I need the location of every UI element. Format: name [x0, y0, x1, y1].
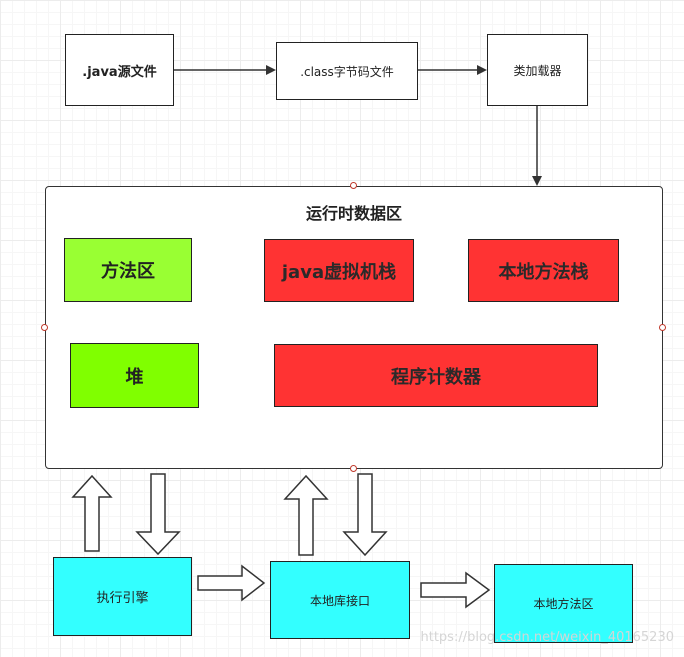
arrow-down-engine: [135, 473, 181, 556]
java-stack-box[interactable]: java虚拟机栈: [264, 239, 414, 302]
native-method-lib-box[interactable]: 本地方法区: [494, 564, 633, 643]
heap-box[interactable]: 堆: [70, 343, 199, 408]
execution-engine-label: 执行引擎: [96, 591, 149, 606]
native-stack-box[interactable]: 本地方法栈: [468, 239, 619, 302]
native-stack-label: 本地方法栈: [498, 261, 589, 283]
program-counter-label: 程序计数器: [391, 366, 481, 388]
class-file-label: .class字节码文件: [300, 64, 394, 79]
native-interface-box[interactable]: 本地库接口: [270, 561, 410, 639]
method-area-label: 方法区: [101, 261, 155, 282]
method-area-box[interactable]: 方法区: [64, 238, 192, 302]
arrow-down-interface: [342, 473, 388, 557]
class-loader-label: 类加载器: [513, 63, 562, 78]
selection-handle-right[interactable]: [659, 324, 666, 331]
java-source-file-box[interactable]: .java源文件: [65, 34, 174, 106]
selection-handle-bottom[interactable]: [350, 465, 357, 472]
watermark: https://blog.csdn.net/weixin_40165230: [420, 630, 674, 645]
runtime-data-area-title: 运行时数据区: [305, 204, 402, 223]
selection-handle-top[interactable]: [350, 182, 357, 189]
arrow-engine-to-interface: [197, 564, 266, 602]
execution-engine-box[interactable]: 执行引擎: [53, 557, 192, 636]
arrow-interface-to-lib: [420, 571, 491, 609]
java-source-file-label: .java源文件: [82, 64, 157, 80]
heap-label: 堆: [125, 366, 144, 388]
arrow-up-engine: [71, 474, 113, 552]
selection-handle-left[interactable]: [41, 324, 48, 331]
java-stack-label: java虚拟机栈: [281, 261, 397, 283]
class-file-box[interactable]: .class字节码文件: [276, 42, 418, 100]
program-counter-box[interactable]: 程序计数器: [274, 344, 598, 407]
native-method-lib-label: 本地方法区: [533, 597, 594, 611]
native-interface-label: 本地库接口: [309, 593, 370, 608]
class-loader-box[interactable]: 类加载器: [487, 34, 588, 106]
arrow-up-interface: [283, 474, 329, 556]
